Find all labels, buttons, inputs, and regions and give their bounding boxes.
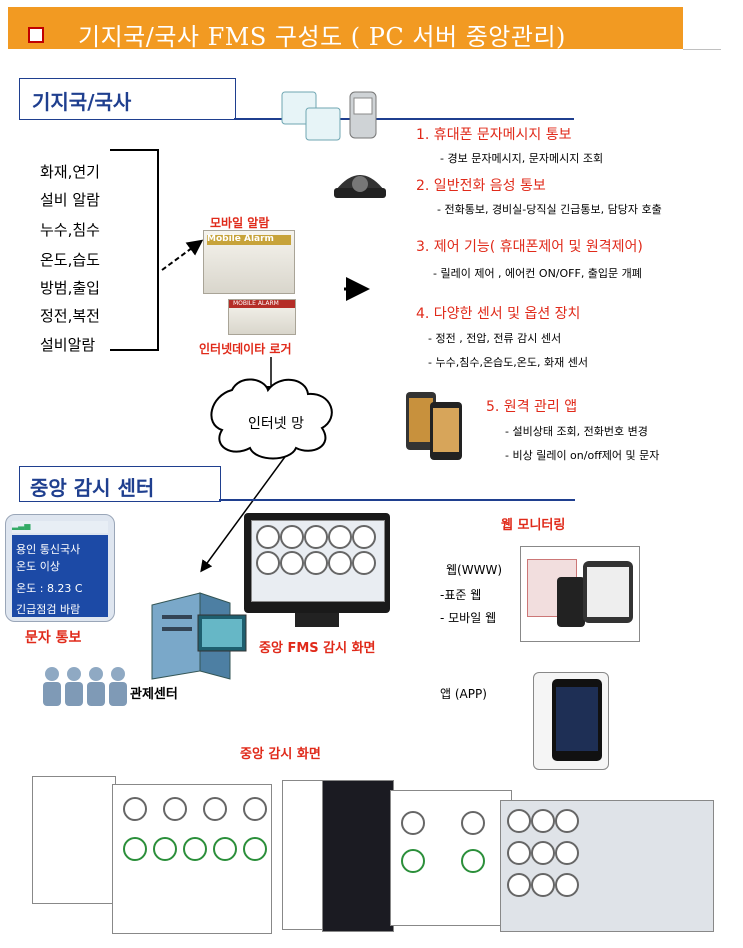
feature-title: 3. 제어 기능( 휴대폰제어 및 원격제어) xyxy=(416,239,643,255)
sms-line: 용인 통신국사 xyxy=(16,543,81,556)
internet-cloud-label: 인터넷 망 xyxy=(248,416,304,432)
feature-sub: - 릴레이 제어 , 에어컨 ON/OFF, 출입문 개폐 xyxy=(433,267,642,280)
mobile-alarm-device-text: Mobile Alarm xyxy=(207,234,274,244)
sms-label: 문자 통보 xyxy=(25,630,82,646)
center-section-rule xyxy=(219,499,575,501)
server-pc-icon xyxy=(151,592,247,680)
sensor-item: 온도,습도 xyxy=(40,251,100,269)
sms-phone-card: ▂▃▅ 용인 통신국사 온도 이상 온도 : 8.23 C 긴급점검 바람 xyxy=(5,514,115,622)
feature-title: 5. 원격 관리 앱 xyxy=(486,399,578,415)
feature-title: 1. 휴대폰 문자메시지 통보 xyxy=(416,127,572,143)
web-item: - 모바일 웹 xyxy=(440,611,497,625)
mobile-alarm-device: Mobile Alarm xyxy=(203,230,295,294)
banner-rule xyxy=(683,49,721,50)
monitor-screenshot-2 xyxy=(112,784,272,934)
feature-sub: - 누수,침수,온습도,온도, 화재 센서 xyxy=(428,356,589,369)
feature-sub: - 정전 , 전압, 전류 감시 센서 xyxy=(428,332,562,345)
smartphones-icon xyxy=(406,392,462,460)
signal-icon: ▂▃▅ xyxy=(12,521,108,533)
sms-line: 긴급점검 바람 xyxy=(16,603,81,616)
center-section-title: 중앙 감시 센터 xyxy=(30,476,155,500)
telephone-icon xyxy=(334,175,386,198)
app-screenshot xyxy=(533,672,609,770)
feature-title: 2. 일반전화 음성 통보 xyxy=(416,178,546,194)
web-monitor-screenshot xyxy=(520,546,640,642)
center-section-header: 중앙 감시 센터 xyxy=(19,466,221,502)
web-monitoring-title: 웹 모니터링 xyxy=(501,518,566,533)
people-icon xyxy=(43,667,127,706)
data-logger-device: MOBILE ALARM xyxy=(228,299,296,335)
monitor-screens-label: 중앙 감시 화면 xyxy=(240,747,321,762)
mobile-alarm-label: 모바일 알람 xyxy=(210,216,270,230)
monitor-screenshot-4 xyxy=(322,780,394,932)
feature-title: 4. 다양한 센서 및 옵션 장치 xyxy=(416,306,581,322)
site-section-title: 기지국/국사 xyxy=(32,90,132,114)
data-logger-device-text: MOBILE ALARM xyxy=(233,300,279,307)
feature-sub: - 비상 릴레이 on/off제어 및 문자 xyxy=(505,449,660,462)
fms-screen-label: 중앙 FMS 감시 화면 xyxy=(259,641,376,656)
fms-monitor xyxy=(244,513,390,613)
monitor-screenshot-1 xyxy=(32,776,116,904)
control-center-label: 관제센터 xyxy=(130,687,178,702)
monitor-stand xyxy=(295,613,339,627)
sensor-item: 누수,침수 xyxy=(40,221,100,239)
feature-sub: - 설비상태 조회, 전화번호 변경 xyxy=(505,425,648,438)
monitor-screenshot-5 xyxy=(390,790,512,926)
sms-screen: 용인 통신국사 온도 이상 온도 : 8.23 C 긴급점검 바람 xyxy=(12,535,108,617)
sensor-item: 화재,연기 xyxy=(40,163,100,181)
sms-phones-icon xyxy=(281,91,377,141)
fms-monitor-screen xyxy=(251,520,385,602)
sensor-item: 방범,출입 xyxy=(40,279,100,297)
sms-line: 온도 : 8.23 C xyxy=(16,582,83,595)
sensor-item: 설비 알람 xyxy=(40,191,100,209)
title-banner: 기지국/국사 FMS 구성도 ( PC 서버 중앙관리) xyxy=(8,7,683,51)
square-bullet-icon xyxy=(28,27,44,43)
sms-line: 온도 이상 xyxy=(16,560,60,573)
page-title: 기지국/국사 FMS 구성도 ( PC 서버 중앙관리) xyxy=(78,23,566,51)
monitor-screenshot-6 xyxy=(500,800,714,932)
feature-sub: - 전화통보, 경비실-당직실 긴급통보, 담당자 호출 xyxy=(437,203,662,216)
app-label: 앱 (APP) xyxy=(440,687,487,701)
web-item: -표준 웹 xyxy=(440,588,482,602)
sensor-item: 정전,복전 xyxy=(40,307,100,325)
site-section-header: 기지국/국사 xyxy=(19,78,236,120)
site-section-rule xyxy=(234,118,574,120)
sensor-item: 설비알람 xyxy=(40,336,96,354)
web-item: 웹(WWW) xyxy=(446,563,502,577)
feature-sub: - 경보 문자메시지, 문자메시지 조회 xyxy=(440,152,604,165)
data-logger-label: 인터넷데이타 로거 xyxy=(199,342,292,356)
